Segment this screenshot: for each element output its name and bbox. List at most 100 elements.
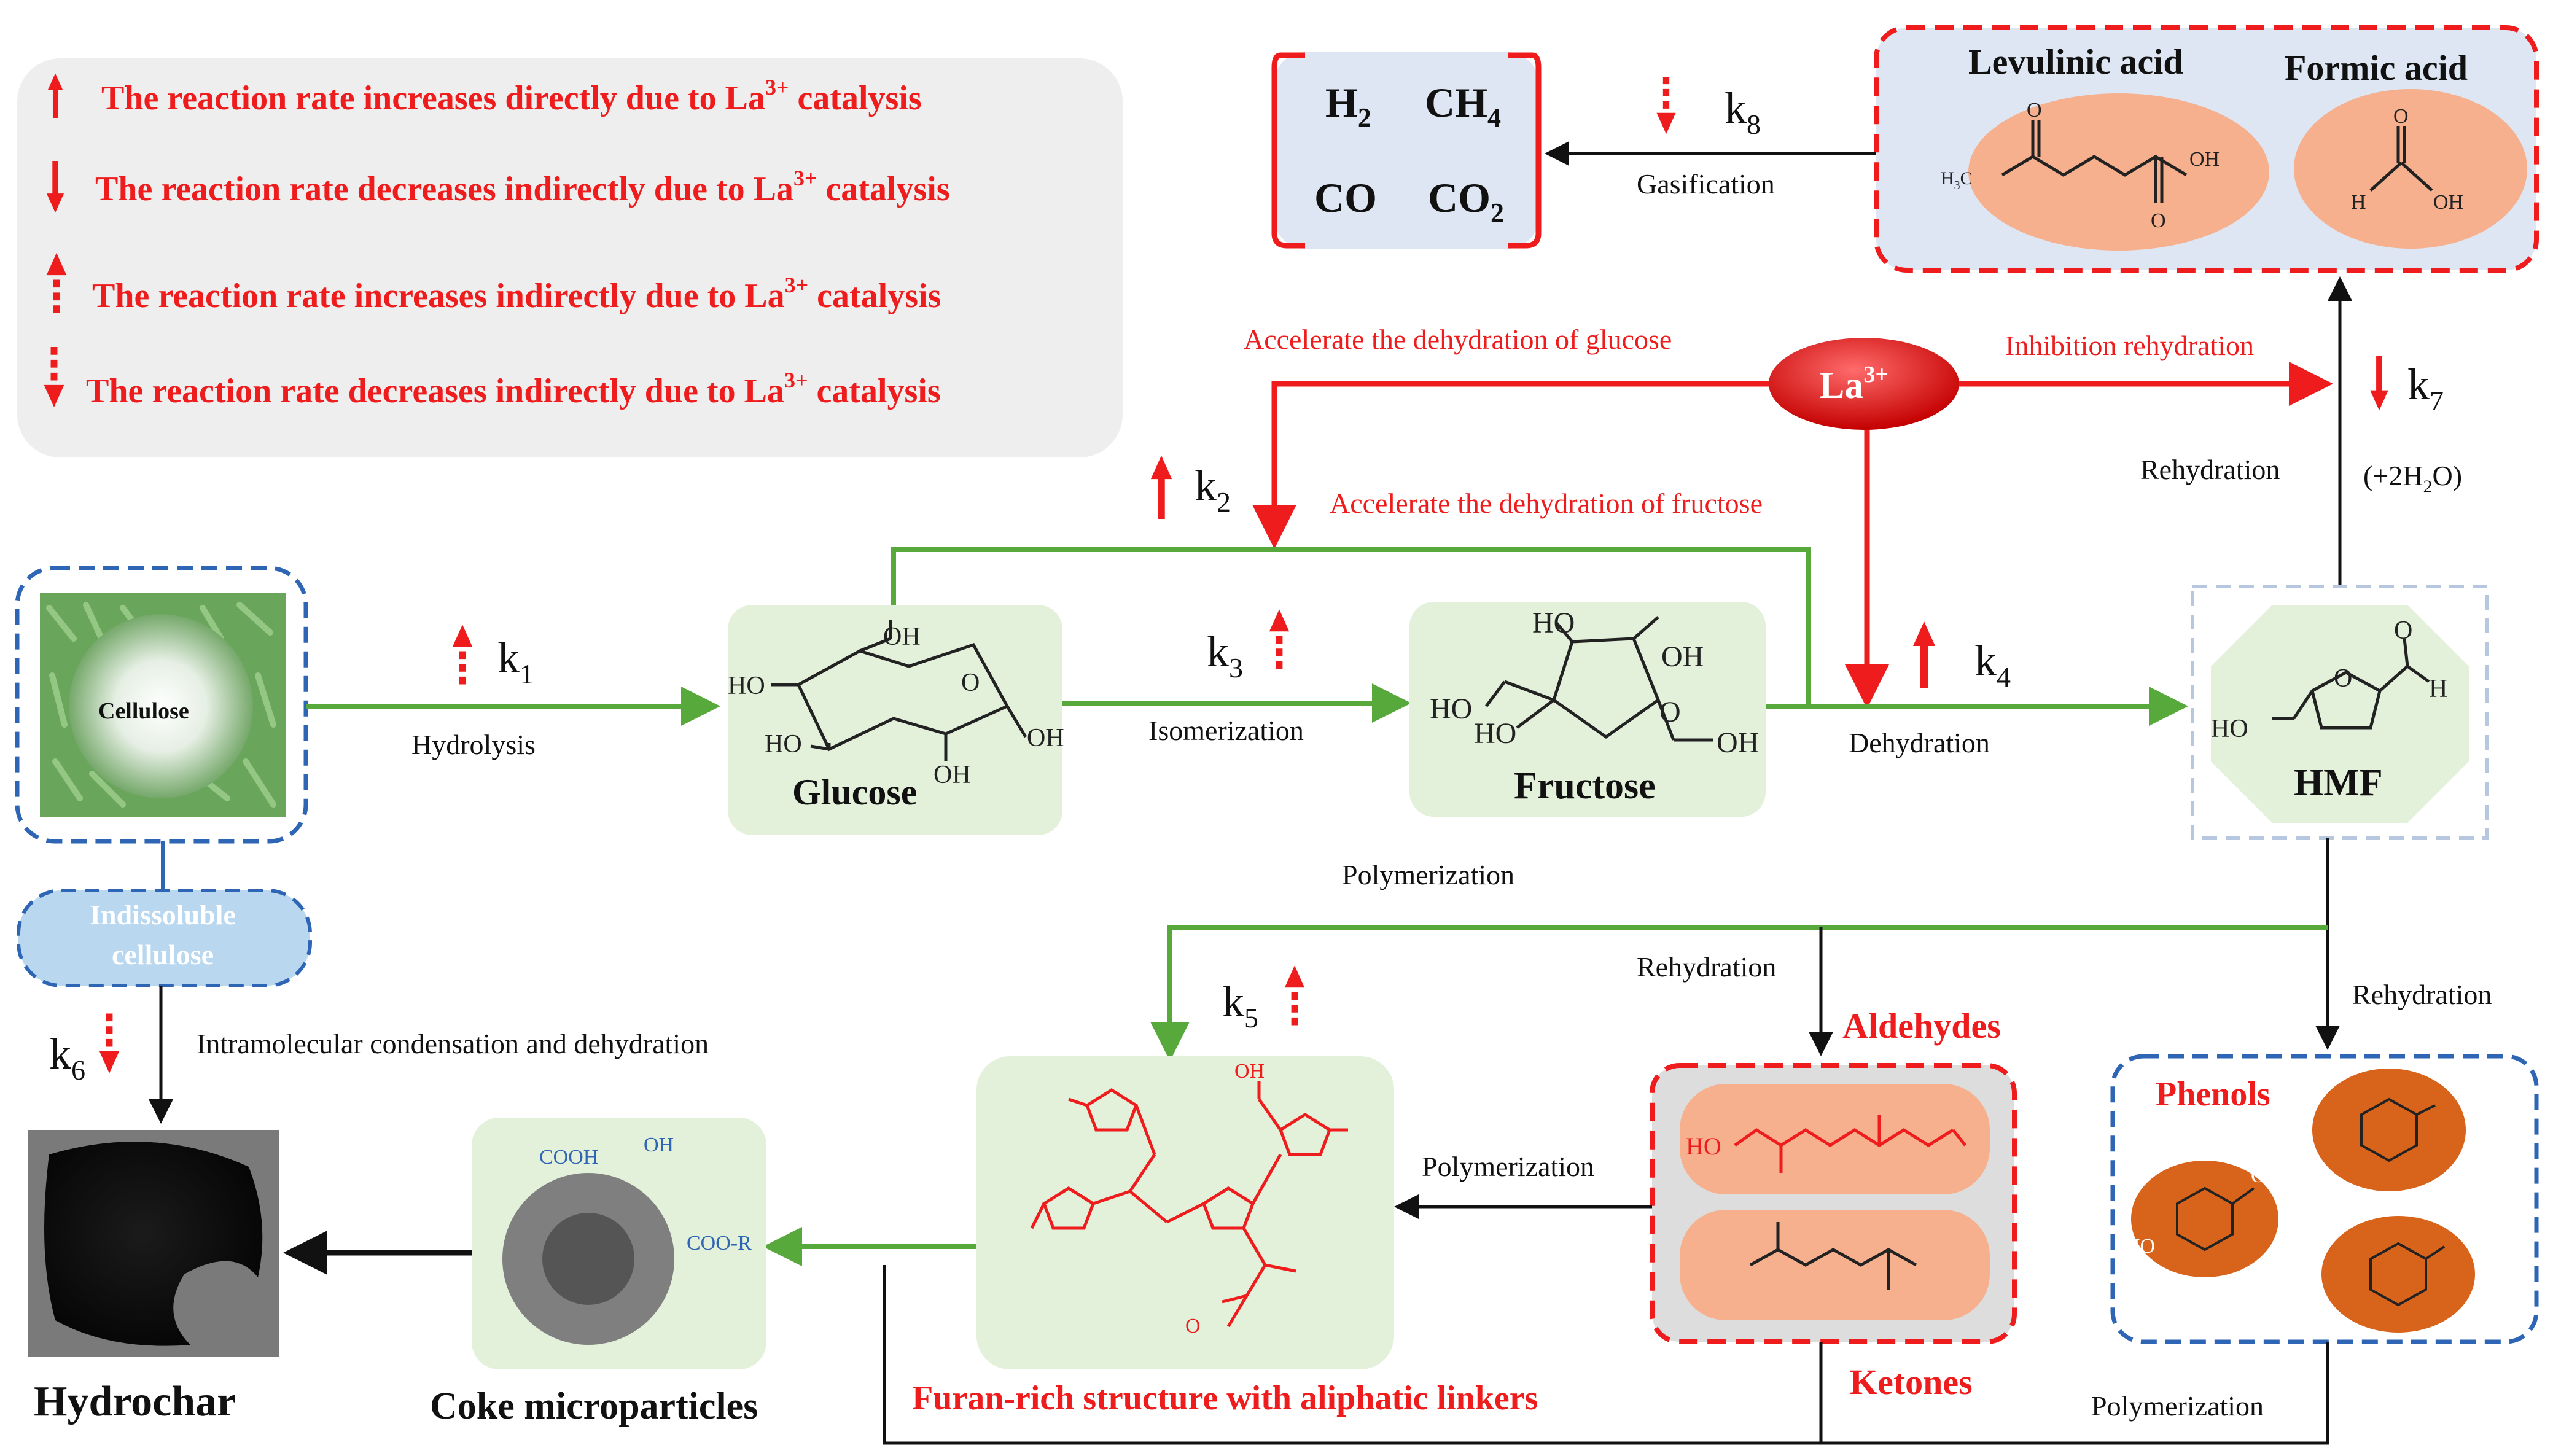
phen-oh: OH	[2251, 1164, 2281, 1187]
gas-products-box: H2 CH4 CO CO2	[1271, 52, 1542, 249]
k8-dashed-down-arrow-icon	[1656, 77, 1675, 134]
cellulose-label: Cellulose	[98, 698, 189, 724]
phenol-blob-3	[2321, 1216, 2475, 1333]
formic-acid-ellipse	[2294, 89, 2527, 249]
ch4-label: CH4	[1425, 79, 1501, 133]
inhibition-label: Inhibition rehydration	[2005, 330, 2254, 361]
levulinic-acid-label: Levulinic acid	[1968, 42, 2183, 82]
phenol-blob-1	[2131, 1161, 2278, 1277]
cellulose-node: Cellulose	[15, 566, 308, 890]
hmf-o-ring: O	[2334, 664, 2352, 693]
lev-oh: OH	[2189, 148, 2220, 171]
k8-label: k8	[1725, 84, 1761, 140]
for-o: O	[2393, 105, 2409, 128]
polymerization-bottom-label: Polymerization	[2091, 1390, 2264, 1422]
ketone-structure	[1749, 1222, 1917, 1290]
gasification-label: Gasification	[1637, 168, 1775, 200]
aldehydes-ketones-box: HO	[1650, 1063, 2017, 1344]
k5-dashed-up-arrow-icon	[1285, 965, 1304, 1025]
hmf-node: O O H HO HMF	[2191, 585, 2489, 840]
phen-ho: HO	[2125, 1235, 2155, 1258]
phenol-rings	[2176, 1097, 2446, 1307]
h2-label: H2	[1325, 79, 1371, 133]
coke-coor: COO-R	[687, 1232, 752, 1255]
phenols-polymerization-line	[883, 1265, 2329, 1445]
formic-acid-structure	[2369, 126, 2433, 192]
legend-item-3: The reaction rate increases indirectly d…	[47, 253, 941, 315]
hydrochar-image	[44, 1142, 263, 1346]
lev-o-top: O	[2027, 99, 2042, 122]
glucose-structure	[771, 620, 1027, 761]
fur-o: O	[1185, 1315, 1201, 1337]
legend-text-1: The reaction rate increases directly due…	[101, 75, 922, 117]
k1-label: k1	[497, 633, 534, 690]
coke-oh: OH	[644, 1134, 674, 1156]
k7-solid-down-arrow-icon	[2370, 356, 2388, 410]
fru-oh-right: OH	[1661, 640, 1704, 673]
k4-label: k4	[1974, 636, 2011, 693]
aldehyde-structure	[1734, 1115, 1966, 1173]
phenols-label: Phenols	[2156, 1075, 2270, 1113]
hydrolysis-label: Hydrolysis	[411, 729, 536, 760]
intramolecular-label: Intramolecular condensation and dehydrat…	[197, 1028, 709, 1059]
coke-label: Coke microparticles	[430, 1385, 758, 1427]
polymerization-arrow	[1150, 925, 2328, 1061]
rehydration-right-label: Rehydration	[2352, 979, 2492, 1010]
k1-dashed-up-arrow-icon	[453, 625, 472, 684]
fur-oh: OH	[1234, 1060, 1265, 1083]
k5-label: k5	[1222, 977, 1258, 1034]
fru-ho-top: HO	[1532, 607, 1575, 639]
hmf-label: HMF	[2294, 762, 2383, 804]
coke-cooh: COOH	[539, 1146, 598, 1169]
polymerization-mid-label: Polymerization	[1422, 1151, 1594, 1182]
fru-ho-2: HO	[1474, 717, 1516, 750]
indissoluble-cellulose-node: Indissoluble cellulose	[17, 889, 312, 987]
fructose-structure	[1485, 616, 1713, 742]
k2-label: k2	[1195, 461, 1231, 518]
formic-acid-label: Formic acid	[2285, 48, 2468, 88]
legend-panel: The reaction rate increases directly due…	[17, 58, 1123, 457]
k6-dashed-down-arrow-icon	[99, 1014, 119, 1073]
furan-structure	[1030, 1081, 1348, 1328]
indissoluble-line-1: Indissoluble	[90, 899, 236, 930]
lev-o-bottom: O	[2151, 209, 2166, 232]
la3-label: La3+	[1819, 362, 1888, 407]
k6-label: k6	[49, 1029, 85, 1086]
hmf-h: H	[2429, 675, 2447, 703]
polymerization-top-label: Polymerization	[1342, 859, 1514, 890]
fru-ho-1: HO	[1430, 693, 1472, 725]
legend-item-2: The reaction rate decreases indirectly d…	[47, 161, 950, 212]
glucose-node: OH HO O HO OH OH Glucose	[728, 605, 1064, 835]
glu-ho-left: HO	[728, 672, 765, 700]
accelerate-glucose-arrow	[1252, 381, 1769, 549]
isomerization-label: Isomerization	[1148, 715, 1304, 746]
rehydration-mid-label: Rehydration	[1637, 951, 1776, 983]
hmf-structure	[2272, 638, 2430, 730]
k7-label: k7	[2407, 360, 2444, 416]
k2-solid-up-arrow-icon	[1151, 456, 1172, 519]
fructose-label: Fructose	[1514, 765, 1656, 807]
legend-text-2: The reaction rate decreases indirectly d…	[95, 166, 950, 208]
accelerate-glucose-label: Accelerate the dehydration of glucose	[1244, 324, 1672, 355]
plus-water-label: (+2H2O)	[2363, 460, 2462, 497]
glu-oh-top: OH	[883, 623, 921, 651]
glu-ho-bottom: HO	[765, 730, 802, 758]
phenols-box: Phenols OH HO	[2110, 1054, 2539, 1344]
rehydration-hmf-label: Rehydration	[2140, 454, 2280, 485]
glu-oh-right: OH	[1027, 724, 1064, 752]
glu-o: O	[961, 669, 980, 697]
fructose-node: HO OH HO HO O OH Fructose	[1409, 602, 1766, 817]
hydrochar-node	[28, 1130, 279, 1357]
legend-text-4: The reaction rate decreases indirectly d…	[86, 368, 941, 410]
indissoluble-line-2: cellulose	[112, 939, 214, 970]
furan-label: Furan-rich structure with aliphatic link…	[912, 1379, 1538, 1417]
dehydration-label: Dehydration	[1849, 727, 1990, 758]
ketones-label: Ketones	[1850, 1362, 1973, 1402]
legend-item-1: The reaction rate increases directly due…	[48, 73, 922, 118]
glucose-label: Glucose	[792, 772, 917, 812]
glu-oh-bottom: OH	[934, 761, 971, 789]
phenol-blob-2	[2312, 1069, 2466, 1191]
glucose-dehydration-line	[891, 547, 1811, 706]
lev-h3c: H3C	[1941, 168, 1973, 192]
